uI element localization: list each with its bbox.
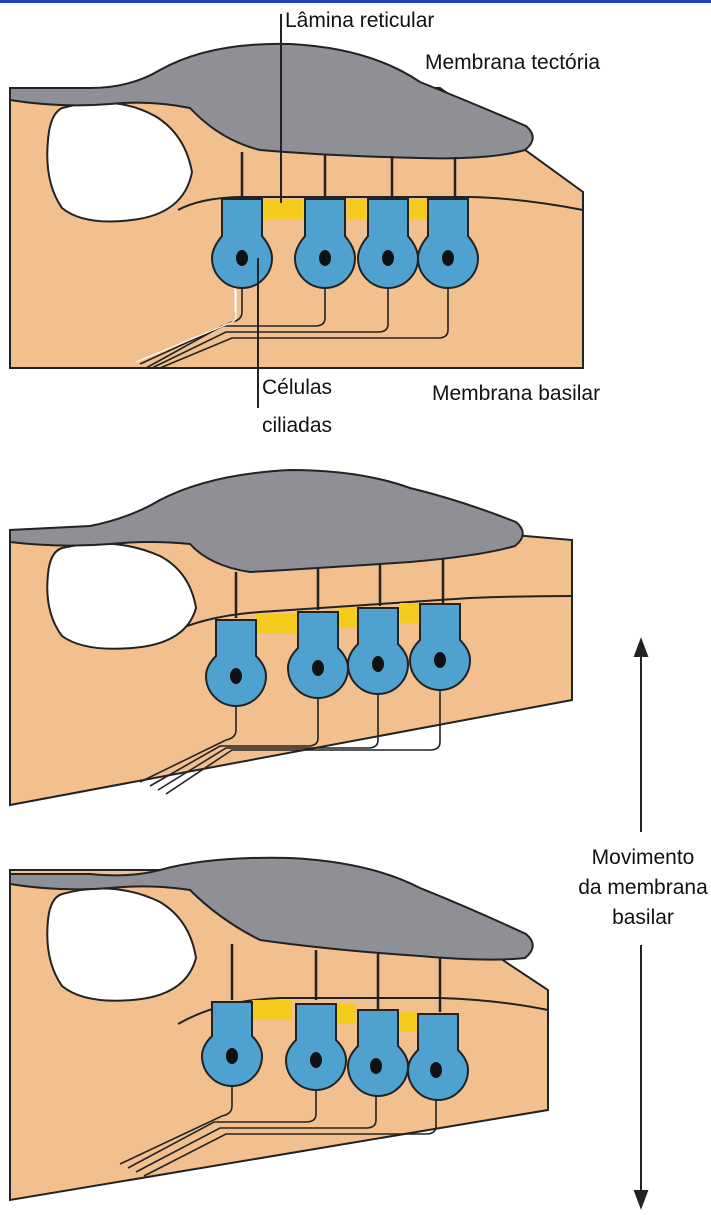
label-membrana-basilar: Membrana basilar (432, 382, 600, 406)
label-movimento-line1: Movimento (578, 846, 708, 870)
panel-resting (10, 44, 583, 368)
label-movimento-line3: basilar (578, 906, 708, 930)
arrow-down-icon (635, 945, 647, 1207)
label-celulas-line1: Células (262, 376, 332, 400)
label-movimento-line2: da membrana (578, 876, 708, 900)
label-membrana-tectoria: Membrana tectória (425, 51, 600, 75)
panel-down (10, 858, 647, 1207)
arrow-up-icon (635, 640, 647, 832)
panel-up (10, 470, 647, 832)
hair-cells (212, 199, 478, 288)
label-celulas-line2: ciliadas (262, 414, 332, 438)
label-lamina-reticular: Lâmina reticular (285, 9, 434, 33)
